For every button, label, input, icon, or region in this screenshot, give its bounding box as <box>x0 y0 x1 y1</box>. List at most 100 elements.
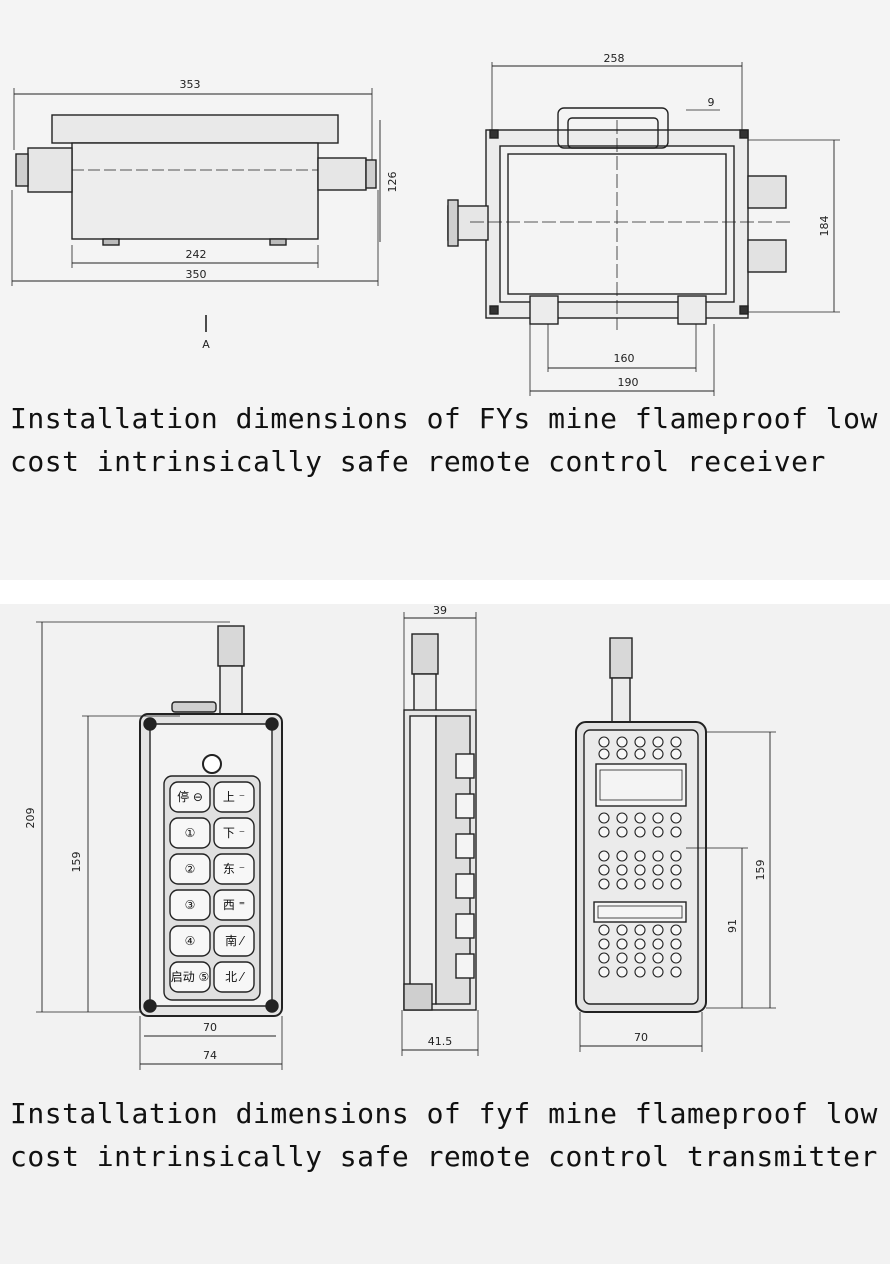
vent-hole <box>634 924 646 936</box>
transmitter-caption: Installation dimensions of fyf mine flam… <box>10 1097 878 1173</box>
key-right-4[interactable]: 西 ⁼ <box>213 889 255 921</box>
vent-hole <box>598 826 610 838</box>
vent-hole <box>616 850 628 862</box>
vent-hole <box>616 878 628 890</box>
transmitter-side-view <box>401 612 479 1056</box>
vent-hole <box>634 864 646 876</box>
dim-back-height: 159 <box>754 860 767 881</box>
vent-hole <box>598 850 610 862</box>
vent-hole <box>652 812 664 824</box>
vent-hole <box>670 952 682 964</box>
vent-hole <box>670 850 682 862</box>
vent-hole <box>616 924 628 936</box>
vent-hole <box>616 812 628 824</box>
dim-height: 126 <box>386 172 399 193</box>
vent-hole <box>616 938 628 950</box>
key-label: ③ <box>185 898 196 912</box>
dim-side-base: 41.5 <box>428 1035 453 1048</box>
key-right-3[interactable]: 东 ⁻ <box>213 853 255 885</box>
dim-total-height: 209 <box>24 808 37 829</box>
dim-overall-top: 353 <box>180 78 201 91</box>
vent-hole <box>670 924 682 936</box>
transmitter-back-view <box>575 637 776 1052</box>
vent-hole <box>634 966 646 978</box>
vent-hole <box>598 736 610 748</box>
key-left-1[interactable]: 停 ⊖ <box>169 781 211 813</box>
vent-hole <box>634 736 646 748</box>
vent-hole <box>652 736 664 748</box>
key-left-2[interactable]: ① <box>169 817 211 849</box>
receiver-panel: 353 126 242 350 A 258 9 184 160 190 Inst… <box>0 0 890 580</box>
dim-flange-gap: 9 <box>708 96 715 109</box>
dim-top-width: 258 <box>604 52 625 65</box>
vent-hole <box>598 966 610 978</box>
vent-hole <box>652 850 664 862</box>
vent-hole <box>652 864 664 876</box>
vent-hole <box>670 938 682 950</box>
receiver-top-view <box>447 62 840 396</box>
dim-side-thickness: 39 <box>433 604 447 617</box>
vent-hole <box>634 812 646 824</box>
vent-hole <box>616 864 628 876</box>
key-label: 启动 ⑤ <box>171 970 210 984</box>
vent-hole <box>598 952 610 964</box>
vent-hole <box>634 938 646 950</box>
dim-base-width: 350 <box>186 268 207 281</box>
key-label: 北 ⁄ <box>225 970 246 984</box>
key-left-4[interactable]: ③ <box>169 889 211 921</box>
key-right-1[interactable]: 上 ⁻ <box>213 781 255 813</box>
transmitter-drawing: 停 ⊖ 上 ⁻ ① 下 ⁻ ② 东 ⁻ ③ 西 ⁼ ④ 南 ⁄ 启动 ⑤ 北 ⁄ <box>24 604 776 1070</box>
vent-hole <box>598 812 610 824</box>
vent-hole <box>652 952 664 964</box>
vent-hole <box>598 938 610 950</box>
vent-hole <box>598 748 610 760</box>
receiver-caption: Installation dimensions of FYs mine flam… <box>10 402 878 478</box>
dim-back-mid: 91 <box>726 919 739 933</box>
key-left-3[interactable]: ② <box>169 853 211 885</box>
transmitter-panel: 停 ⊖ 上 ⁻ ① 下 ⁻ ② 东 ⁻ ③ 西 ⁼ ④ 南 ⁄ 启动 ⑤ 北 ⁄ <box>0 604 890 1264</box>
key-label: 下 ⁻ <box>223 826 245 840</box>
vent-hole <box>652 966 664 978</box>
keypad: 停 ⊖ 上 ⁻ ① 下 ⁻ ② 东 ⁻ ③ 西 ⁼ ④ 南 ⁄ 启动 ⑤ 北 ⁄ <box>169 781 255 993</box>
key-label: 南 ⁄ <box>225 933 246 948</box>
key-left-6[interactable]: 启动 ⑤ <box>169 961 211 993</box>
vent-hole <box>634 878 646 890</box>
dim-body-height: 159 <box>70 852 83 873</box>
vent-hole <box>652 826 664 838</box>
key-left-5[interactable]: ④ <box>169 925 211 957</box>
key-right-2[interactable]: 下 ⁻ <box>213 817 255 849</box>
back-vent-holes <box>598 736 682 978</box>
vent-hole <box>670 966 682 978</box>
receiver-drawing: 353 126 242 350 A 258 9 184 160 190 <box>11 52 840 396</box>
vent-hole <box>634 952 646 964</box>
key-right-6[interactable]: 北 ⁄ <box>213 961 255 993</box>
dim-inner-width: 242 <box>186 248 207 261</box>
key-label: ② <box>185 862 196 876</box>
vent-hole <box>634 826 646 838</box>
dim-inner-width: 70 <box>203 1021 217 1034</box>
vent-hole <box>634 850 646 862</box>
dim-back-width: 70 <box>634 1031 648 1044</box>
key-label: ① <box>185 826 196 840</box>
vent-hole <box>652 878 664 890</box>
vent-hole <box>616 748 628 760</box>
receiver-side-view <box>11 88 381 332</box>
vent-hole <box>670 748 682 760</box>
key-label: 西 ⁼ <box>223 898 245 912</box>
key-right-5[interactable]: 南 ⁄ <box>213 925 255 957</box>
vent-hole <box>598 878 610 890</box>
vent-hole <box>598 864 610 876</box>
vent-hole <box>652 938 664 950</box>
vent-hole <box>616 826 628 838</box>
vent-hole <box>670 812 682 824</box>
key-label: ④ <box>185 934 196 948</box>
key-label: 上 ⁻ <box>223 790 245 804</box>
vent-hole <box>616 952 628 964</box>
vent-hole <box>652 748 664 760</box>
vent-hole <box>652 924 664 936</box>
dim-side-height: 184 <box>818 216 831 237</box>
key-label: 停 ⊖ <box>177 789 203 804</box>
dim-outer-width: 74 <box>203 1049 217 1062</box>
vent-hole <box>598 924 610 936</box>
vent-hole <box>670 878 682 890</box>
